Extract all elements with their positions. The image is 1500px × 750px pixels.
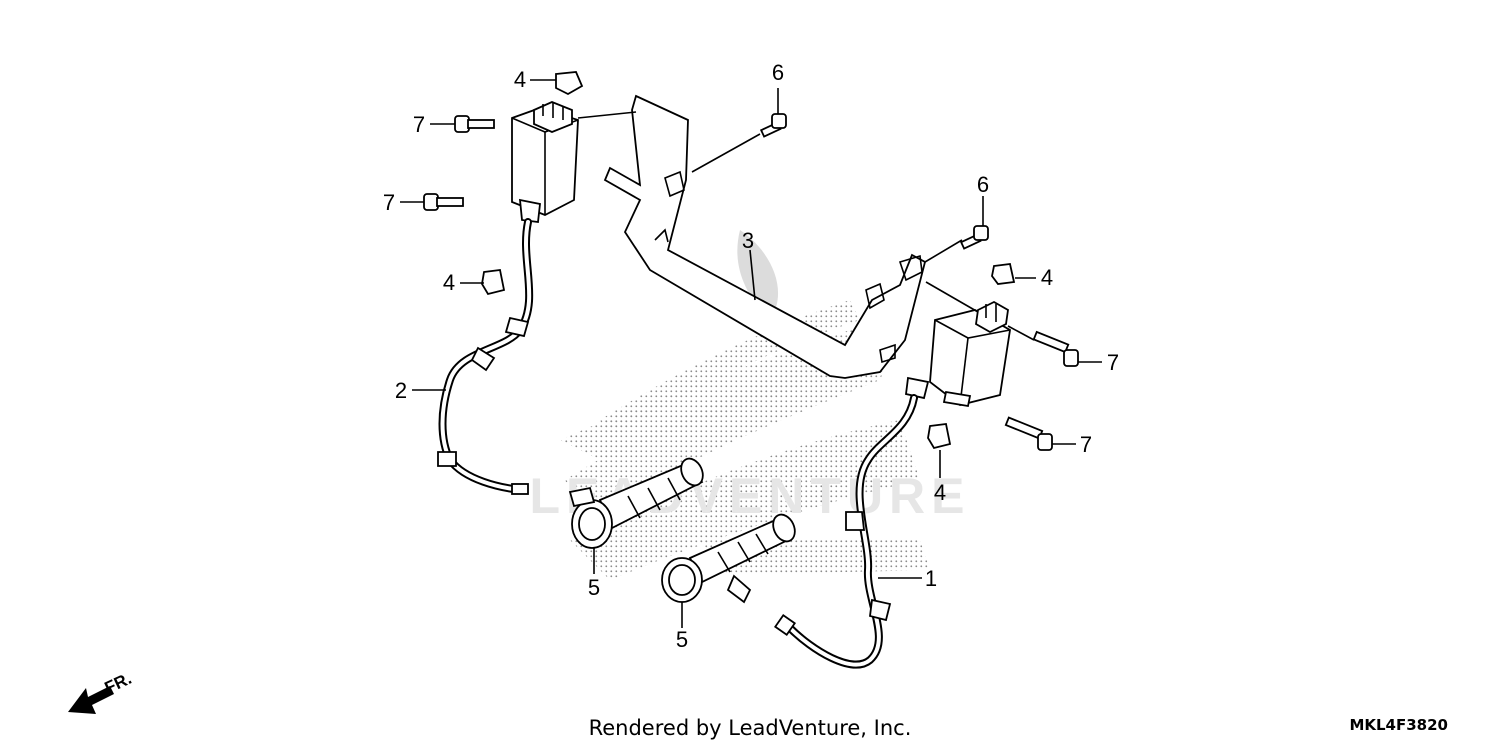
callout-4: 4 [514,67,526,92]
callout-7: 7 [383,190,395,215]
callout-6: 6 [772,60,784,85]
diagram-code: MKL4F3820 [1349,716,1448,734]
callout-7: 7 [1080,432,1092,457]
coil-bracket [603,94,927,379]
bolt-7d [1004,416,1053,451]
bolt-7b [423,193,464,211]
callout-5: 5 [588,575,600,600]
clip-4c [991,263,1016,285]
callout-3: 3 [742,228,754,253]
bolt-7c [1032,330,1079,367]
plug-cap-lower [661,513,796,604]
callout-2: 2 [395,378,407,403]
lead-wire-left [437,218,534,495]
callout-7: 7 [1107,350,1119,375]
clip-4b [481,269,506,296]
ignition-coil-right [905,300,1011,408]
callout-4: 4 [1041,265,1053,290]
callout-5: 5 [676,627,688,652]
callout-4: 4 [934,480,946,505]
clip-4d [927,423,952,450]
callout-6: 6 [977,172,989,197]
callout-1: 1 [925,566,937,591]
callout-4: 4 [443,270,455,295]
callout-7: 7 [413,112,425,137]
clip-4a [555,71,584,96]
watermark-logo [560,230,930,580]
front-direction-arrow-icon: FR. [68,669,135,714]
leader-lines [400,79,1102,628]
lead-wire-right [773,394,918,669]
render-credit: Rendered by LeadVenture, Inc. [588,716,912,740]
bolt-6b [959,225,989,250]
plug-cap-upper [568,457,704,549]
bolt-7a [454,115,495,133]
ignition-coil-left [511,101,579,224]
bolt-6a [759,113,787,138]
